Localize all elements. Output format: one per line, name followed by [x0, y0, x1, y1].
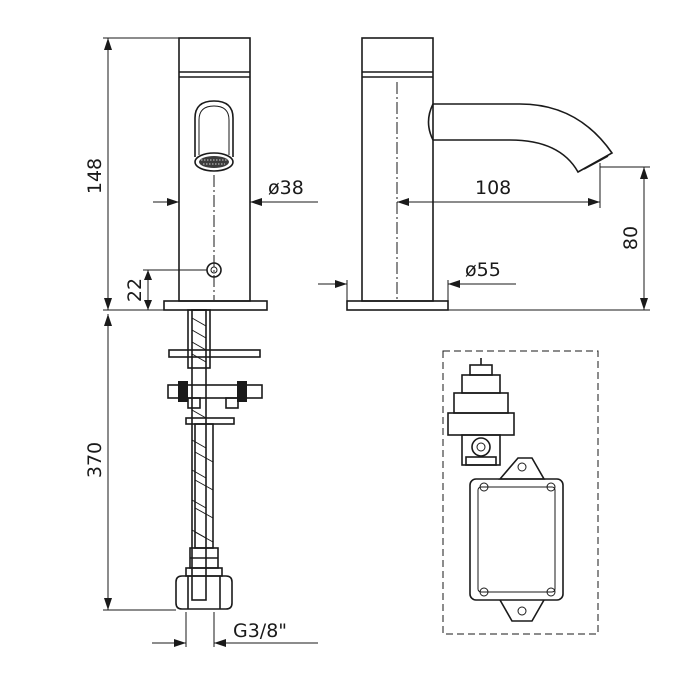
mounting-rod [187, 309, 211, 601]
hex-nut [175, 575, 233, 610]
dim-o55-label: ø55 [465, 259, 501, 281]
front-dimensions: 148 370 22 ø38 G3/8" [84, 37, 318, 647]
dim-80-label: 80 [620, 226, 642, 250]
side-view [346, 37, 614, 311]
fixing-clamp [167, 381, 263, 425]
washer [168, 349, 261, 358]
control-unit-detail [442, 350, 599, 635]
solenoid-valve [447, 358, 515, 466]
side-spout [433, 103, 614, 174]
dim-22-label: 22 [124, 278, 146, 302]
dim-o38-label: ø38 [268, 177, 304, 199]
battery-box [469, 457, 564, 622]
spout-outlet [194, 100, 234, 172]
dim-108-label: 108 [475, 177, 511, 199]
dim-148-label: 148 [84, 158, 106, 194]
flex-hose [185, 423, 223, 577]
dim-thread-label: G3/8" [233, 620, 287, 642]
side-base-plate [346, 300, 449, 311]
dim-370-label: 370 [84, 442, 106, 478]
front-view [163, 37, 268, 610]
base-plate [163, 300, 268, 311]
side-dimensions: 108 80 ø55 [318, 163, 650, 311]
